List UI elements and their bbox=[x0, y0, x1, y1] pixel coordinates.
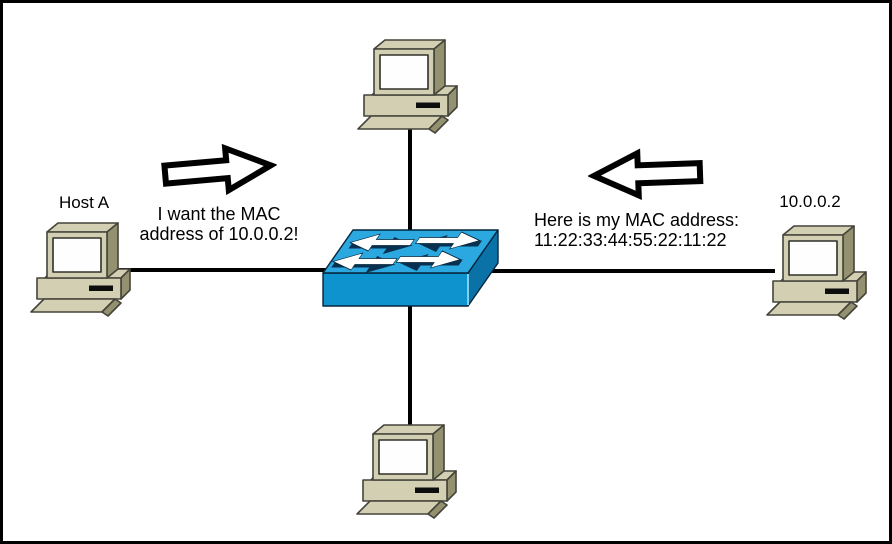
block-arrow-right-icon bbox=[161, 143, 278, 196]
computer-icon-bottom bbox=[355, 424, 459, 520]
arp-request-text: I want the MAC address of 10.0.0.2! bbox=[106, 204, 332, 244]
arp-reply-text: Here is my MAC address: 11:22:33:44:55:2… bbox=[534, 210, 774, 250]
link-switch-to-host-a bbox=[113, 268, 343, 272]
computer-icon-top bbox=[356, 39, 460, 135]
arp-reply-line2: 11:22:33:44:55:22:11:22 bbox=[534, 230, 727, 250]
host-a-label: Host A bbox=[58, 193, 110, 212]
arp-request-line1: I want the MAC bbox=[157, 204, 281, 224]
block-arrow-left-icon bbox=[587, 148, 704, 200]
arp-request-line2: address of 10.0.0.2! bbox=[139, 224, 299, 244]
link-switch-to-top-host bbox=[408, 117, 412, 237]
arp-reply-line1: Here is my MAC address: bbox=[534, 210, 740, 230]
host-b-ip-label: 10.0.0.2 bbox=[779, 192, 841, 211]
link-switch-to-host-b bbox=[489, 269, 775, 273]
computer-icon-host-b bbox=[765, 225, 869, 321]
ethernet-switch-icon bbox=[322, 229, 499, 307]
link-switch-to-bottom-host bbox=[408, 301, 412, 429]
